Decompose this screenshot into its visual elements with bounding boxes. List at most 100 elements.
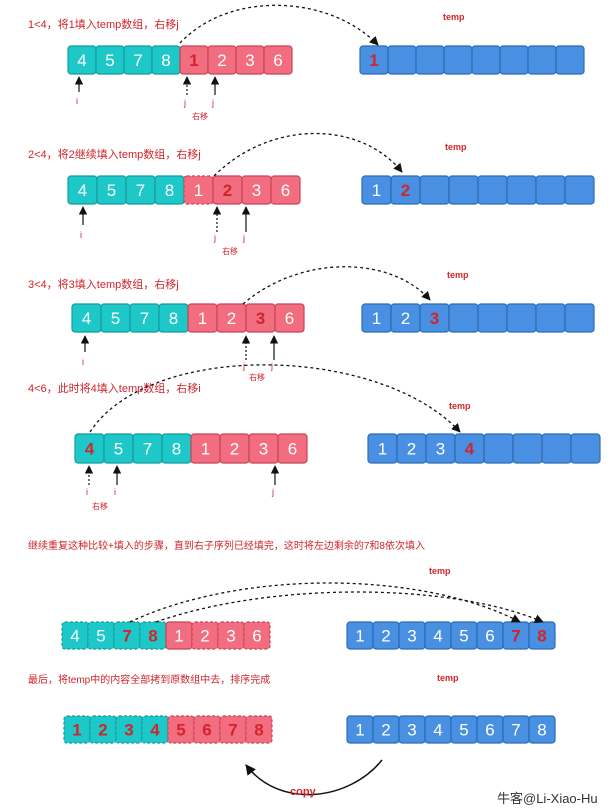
row2-orig-cell <box>183 175 214 205</box>
row3-orig-value: 2 <box>227 309 236 328</box>
row4-orig-value: 2 <box>230 440 239 459</box>
row4-orig-cell <box>277 433 308 464</box>
copy-label: copy <box>290 786 317 798</box>
row2-temp-cell <box>506 175 537 205</box>
pointer-j-label-2b: j <box>242 233 245 243</box>
row4-temp-value: 2 <box>407 440 416 459</box>
row6-temp-value: 5 <box>459 721 468 740</box>
row4-orig-value: 3 <box>259 440 268 459</box>
transfer-arrow-1 <box>179 4 379 46</box>
row5-temp-value: 3 <box>407 627 416 646</box>
row5-orig-value: 8 <box>148 627 157 646</box>
row4-temp-cell <box>541 433 572 464</box>
row1-orig-value: 7 <box>133 51 142 70</box>
row1-orig-value: 3 <box>245 51 254 70</box>
step4-caption: 4<6，此时将4填入temp数组，右移i <box>28 381 201 395</box>
row5-orig-value: 2 <box>200 627 209 646</box>
row3-temp-value: 3 <box>430 309 439 328</box>
row1-temp-cell <box>527 45 557 75</box>
row3-temp-value: 2 <box>401 309 410 328</box>
row3-temp-cell <box>477 303 508 333</box>
row3-orig-value: 5 <box>111 309 120 328</box>
pointers-row3 <box>80 335 279 360</box>
row1-temp-cell <box>471 45 501 75</box>
row3-orig-value: 1 <box>198 309 207 328</box>
row1-orig-value: 4 <box>77 51 86 70</box>
temp-label-6: temp <box>437 673 459 683</box>
temp-label-2: temp <box>445 142 467 152</box>
row2-orig-value: 8 <box>165 181 174 200</box>
row6-temp-value: 1 <box>355 721 364 740</box>
row5-temp-value: 4 <box>433 627 442 646</box>
row1-orig-value: 6 <box>273 51 282 70</box>
row2-orig-value: 5 <box>107 181 116 200</box>
shift-label-3: 右移 <box>249 372 265 382</box>
row3-orig-value: 4 <box>82 309 91 328</box>
row3-temp-value: 1 <box>372 309 381 328</box>
pointer-i-label-4a: i <box>86 487 88 497</box>
row2-orig-value: 1 <box>194 181 203 200</box>
row5-temp-value: 7 <box>511 627 520 646</box>
row1-temp-value: 1 <box>369 51 378 70</box>
row5-orig-value: 6 <box>252 627 261 646</box>
row4-orig-value: 7 <box>143 440 152 459</box>
temp-label-1: temp <box>443 12 465 22</box>
row6-temp-value: 4 <box>433 721 442 740</box>
row6-orig-value: 8 <box>254 721 263 740</box>
row3-orig-cell <box>274 303 305 333</box>
row3-orig-value: 3 <box>256 309 265 328</box>
row6-orig-value: 6 <box>202 721 211 740</box>
row6-orig-value: 5 <box>176 721 185 740</box>
row4-temp-value: 4 <box>465 440 475 459</box>
row1-orig-value: 8 <box>161 51 170 70</box>
pointer-i-label-2: i <box>80 230 82 240</box>
row4-orig-value: 8 <box>172 440 181 459</box>
row1-orig-value: 2 <box>217 51 226 70</box>
pointer-i-label-3: i <box>82 357 84 367</box>
transfer-arrow-2 <box>213 132 403 177</box>
row2-orig-cell <box>270 175 301 205</box>
transfer-arrow-4 <box>89 364 461 433</box>
row3-temp-cell <box>535 303 566 333</box>
row2-temp-cell <box>419 175 450 205</box>
transfer-arrow-5a <box>129 582 521 623</box>
row5-orig-value: 1 <box>174 627 183 646</box>
row4-temp-cell <box>570 433 601 464</box>
row3-orig-value: 7 <box>140 309 149 328</box>
pointer-i-label-4b: i <box>114 487 116 497</box>
row3-orig-value: 6 <box>285 309 294 328</box>
row5-temp-value: 6 <box>485 627 494 646</box>
shift-label-4: 右移 <box>92 501 108 511</box>
row3-temp-cell <box>448 303 479 333</box>
pointer-i-label-1: i <box>76 96 78 106</box>
row5-temp-value: 8 <box>537 627 546 646</box>
row5-temp-value: 2 <box>381 627 390 646</box>
row5-orig-cell <box>243 621 271 650</box>
pointer-j-label-3a: j <box>242 361 245 371</box>
row1-orig-value: 5 <box>105 51 114 70</box>
row6-orig-value: 2 <box>98 721 107 740</box>
pointers-row1 <box>74 76 220 95</box>
row6-orig-value: 4 <box>150 721 160 740</box>
row2-orig-value: 6 <box>281 181 290 200</box>
transfer-arrow-5b <box>155 591 544 623</box>
row6-orig-value: 1 <box>72 721 81 740</box>
pointer-j-label-2a: j <box>213 233 216 243</box>
row6-orig-value: 7 <box>228 721 237 740</box>
copy-arrow <box>245 759 383 796</box>
temp-label-4: temp <box>449 401 471 411</box>
row2-temp-value: 1 <box>372 181 381 200</box>
row5-orig-value: 5 <box>96 627 105 646</box>
row2-temp-value: 2 <box>401 181 410 200</box>
row2-temp-cell <box>448 175 479 205</box>
row1-temp-cell <box>387 45 417 75</box>
row2-orig-value: 2 <box>223 181 232 200</box>
row6-temp-value: 8 <box>537 721 546 740</box>
shift-label-2: 右移 <box>222 246 238 256</box>
row2-temp-cell <box>477 175 508 205</box>
